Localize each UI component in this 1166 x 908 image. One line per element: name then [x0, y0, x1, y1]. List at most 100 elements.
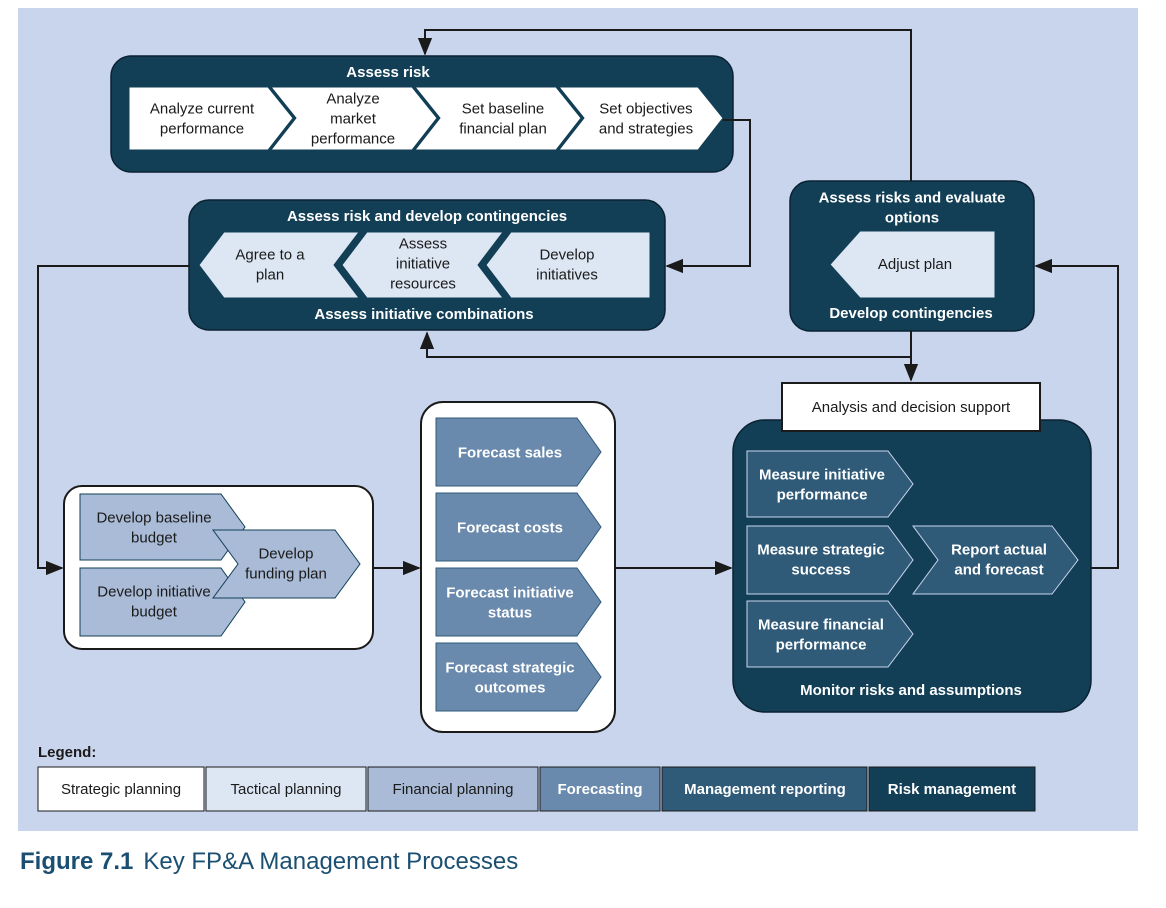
legend-label-tactical: Tactical planning	[231, 781, 342, 798]
analysis-footer: Monitor risks and assumptions	[800, 682, 1022, 699]
evaluate-options-footer: Develop contingencies	[829, 305, 992, 322]
analyze-market-performance-step	[269, 86, 438, 151]
label-line: plan	[256, 266, 284, 283]
forecast-group: Forecast sales Forecast costs Forecast i…	[420, 401, 616, 733]
label-line: Develop	[258, 545, 313, 562]
label-line: performance	[311, 130, 395, 147]
develop-initiative-budget-label: Develop initiative budget	[97, 583, 210, 620]
label-line: Forecast costs	[457, 519, 563, 536]
label-line: success	[791, 561, 850, 578]
adjust-plan-step	[829, 230, 996, 299]
label-line: performance	[776, 636, 867, 653]
label-line: funding plan	[245, 565, 327, 582]
set-baseline-financial-plan-label: Set baseline financial plan	[459, 100, 547, 137]
forecast-costs-step	[435, 492, 602, 562]
figure-title: Key FP&A Management Processes	[143, 848, 519, 875]
legend: Legend: Strategic planning Tactical plan…	[37, 744, 1036, 812]
analysis-group: Analysis and decision support Measure in…	[732, 382, 1092, 713]
develop-initiatives-step	[485, 231, 651, 299]
forecast-costs-label: Forecast costs	[457, 519, 563, 536]
legend-label-financial: Financial planning	[393, 781, 514, 798]
connector-evaluate-to-contingencies	[419, 331, 912, 358]
legend-swatch-reporting	[661, 766, 868, 812]
label-line: Agree to a	[235, 246, 305, 263]
analysis-decision-support-label: Analysis and decision support	[812, 399, 1011, 416]
legend-label-forecasting: Forecasting	[557, 781, 642, 798]
report-actual-forecast-label: Report actual and forecast	[951, 541, 1047, 578]
figure-number: Figure 7.1	[20, 848, 134, 875]
budget-group: Develop baseline budget Develop initiativ…	[63, 485, 374, 650]
figure-caption: Figure 7.1 Key FP&A Management Processes	[20, 848, 518, 876]
contingencies-title: Assess risk and develop contingencies	[287, 208, 567, 225]
legend-label-risk: Risk management	[888, 781, 1016, 798]
forecast-sales-step	[435, 417, 602, 487]
label-line: Develop baseline	[96, 509, 211, 526]
label-line: Set baseline	[462, 100, 545, 117]
measure-strategic-success-label: Measure strategic success	[757, 541, 885, 578]
set-objectives-strategies-label: Set objectives and strategies	[599, 100, 693, 137]
forecast-sales-label: Forecast sales	[458, 444, 562, 461]
legend-swatch-financial	[367, 766, 539, 812]
label-line: financial plan	[459, 120, 547, 137]
label-line: Measure strategic	[757, 541, 885, 558]
analyze-current-performance-step	[128, 86, 294, 151]
contingencies-footer: Assess initiative combinations	[314, 306, 533, 323]
forecast-initiative-status-label: Forecast initiative status	[446, 584, 574, 621]
legend-title: Legend:	[38, 744, 96, 761]
develop-baseline-budget-label: Develop baseline budget	[96, 509, 211, 546]
legend-swatch-strategic	[37, 766, 205, 812]
legend-label-strategic: Strategic planning	[61, 781, 181, 798]
connector-agree-to-budget	[37, 265, 189, 576]
adjust-plan-label: Adjust plan	[878, 256, 952, 273]
label-line: Set objectives	[599, 100, 692, 117]
label-line: status	[488, 604, 532, 621]
label-line: Measure financial	[758, 616, 884, 633]
label-line: performance	[777, 486, 868, 503]
label-line: options	[885, 209, 939, 226]
connectors	[37, 29, 1119, 576]
label-line: outcomes	[475, 679, 546, 696]
set-objectives-strategies-step	[557, 86, 724, 151]
measure-financial-performance-label: Measure financial performance	[758, 616, 884, 653]
label-line: Forecast initiative	[446, 584, 574, 601]
label-line: Measure initiative	[759, 466, 885, 483]
connector-evaluate-to-assess-risk	[417, 29, 912, 181]
assess-risk-title: Assess risk	[346, 64, 430, 81]
analysis-decision-support-box	[781, 382, 1041, 432]
set-baseline-financial-plan-step	[413, 86, 582, 151]
forecast-initiative-status-step	[435, 567, 602, 637]
label-line: Analyze	[326, 90, 379, 107]
label-line: initiative	[396, 255, 450, 272]
develop-funding-plan-label: Develop funding plan	[245, 545, 327, 582]
label-line: Develop initiative	[97, 583, 210, 600]
label-line: and strategies	[599, 120, 693, 137]
forecast-strategic-outcomes-step	[435, 642, 602, 712]
label-line: budget	[131, 603, 178, 620]
measure-financial-performance-step	[746, 600, 914, 668]
label-line: and forecast	[954, 561, 1043, 578]
label-line: Report actual	[951, 541, 1047, 558]
legend-swatch-tactical	[205, 766, 367, 812]
label-line: market	[330, 110, 377, 127]
assess-initiative-resources-step	[341, 231, 505, 299]
label-line: Forecast sales	[458, 444, 562, 461]
analyze-market-performance-label: Analyze market performance	[311, 90, 395, 147]
legend-swatch-risk	[868, 766, 1036, 812]
develop-baseline-budget-step	[79, 493, 246, 561]
measure-initiative-performance-step	[746, 450, 914, 518]
label-line: budget	[131, 529, 178, 546]
legend-label-reporting: Management reporting	[684, 781, 846, 798]
develop-initiative-budget-step	[79, 567, 246, 637]
report-actual-forecast-step	[912, 525, 1079, 595]
label-line: Analyze current	[150, 100, 255, 117]
label-line: initiatives	[536, 266, 598, 283]
measure-strategic-success-step	[746, 525, 914, 595]
connector-objectives-to-initiatives	[665, 119, 751, 274]
